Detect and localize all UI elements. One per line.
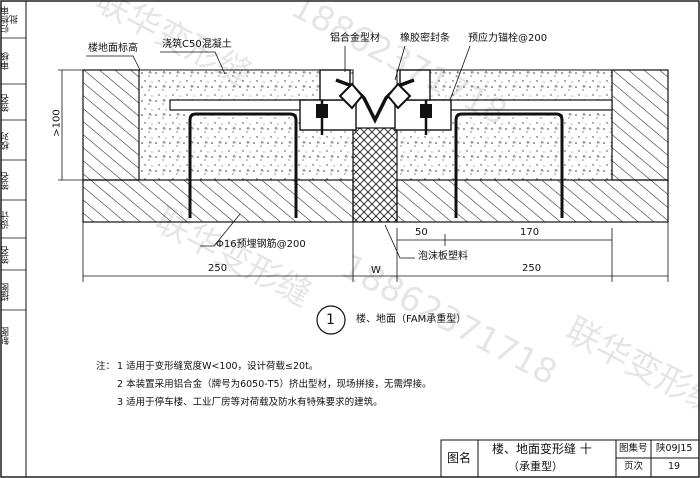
dimension-w: W (371, 265, 381, 276)
dimension-170: 170 (520, 227, 540, 238)
label-rebar: Φ16预埋钢筋@200 (216, 239, 306, 250)
label-concrete: 浇筑C50混凝土 (162, 39, 232, 50)
detail-number: 1 (326, 312, 335, 328)
page-label: 页次 (624, 461, 644, 472)
right-wall (611, 69, 669, 181)
side-cell-design: 设计 (1, 211, 11, 229)
side-cell-proofread: 校对 (1, 132, 11, 150)
left-slab (82, 179, 354, 223)
label-foam-board: 泡沫板塑料 (418, 251, 468, 262)
side-cell-tracing: 描图 (1, 283, 11, 301)
right-rebar (454, 112, 564, 218)
title-name-label: 图名 (447, 451, 472, 465)
dimension-250-right: 250 (522, 263, 542, 274)
dimension-250-left: 250 (208, 263, 228, 274)
side-cell-signature: 签名 (1, 246, 11, 264)
side-cell-archive: 归档审批 (1, 6, 20, 34)
detail-number-circle (316, 305, 346, 335)
note-item: 1 适用于变形缝宽度W<100，设计荷载≤20t。 (117, 361, 319, 372)
title-block-grid (440, 439, 700, 478)
side-cell-signature: 签名 (1, 172, 11, 190)
foam-filler (352, 127, 398, 223)
page-value: 19 (668, 461, 681, 472)
atlas-label: 图集号 (619, 443, 648, 454)
side-cell-review: 审核 (1, 52, 11, 70)
left-rebar (188, 112, 298, 218)
left-wall (82, 69, 140, 181)
notes-prefix: 注： (96, 361, 116, 372)
label-anchor-bolt: 预应力锚栓@200 (468, 33, 548, 44)
note-item: 2 本装置采用铝合金（牌号为6050-T5）挤出型材，现场拼接，无需焊接。 (117, 379, 432, 390)
side-cell-drafting: 制图 (1, 327, 11, 345)
detail-caption: 楼、地面（FAM承重型） (356, 314, 467, 325)
dimension-gt100: >100 (51, 109, 63, 137)
right-plate (429, 99, 613, 111)
leader-lines (58, 45, 669, 282)
label-rubber-strip: 橡胶密封条 (400, 33, 450, 44)
note-item: 3 适用于停车楼、工业厂房等对荷载及防水有特殊要求的建筑。 (117, 397, 383, 408)
drawing-subtitle: （承重型） (508, 460, 563, 473)
right-slab (396, 179, 669, 223)
side-panel-grid (1, 37, 26, 311)
dimension-50: 50 (415, 227, 428, 238)
drawing-title: 楼、地面变形缝 十 (492, 442, 592, 456)
label-alu-profile: 铝合金型材 (330, 33, 380, 44)
atlas-value: 陕09J15 (656, 443, 693, 454)
left-plate (169, 99, 321, 111)
label-floor-mark: 楼地面标高 (88, 43, 138, 54)
side-cell-signature: 签名 (1, 94, 11, 112)
